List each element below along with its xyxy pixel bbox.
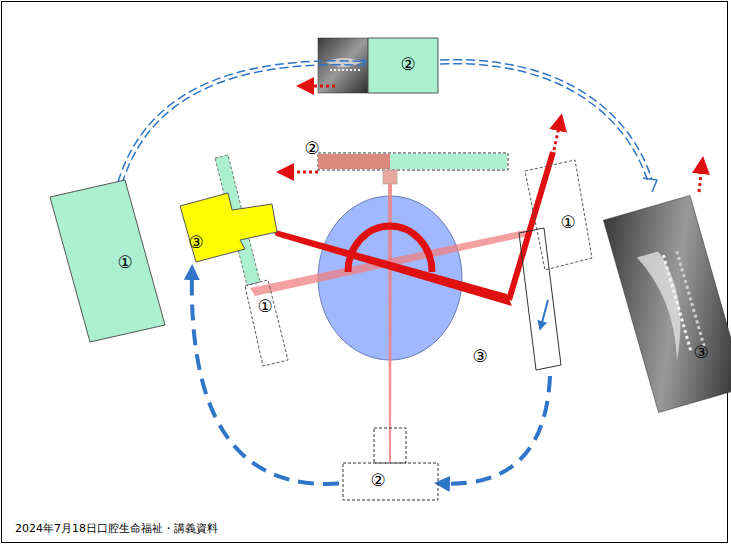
dashed-position: ②: [343, 463, 438, 500]
rotation-arrow: [442, 376, 550, 484]
node-outline: [48, 178, 168, 344]
dashed-position: ①: [244, 278, 290, 368]
node-outline: [178, 188, 278, 264]
detector-block: ②: [368, 38, 438, 93]
callout-number: ①: [560, 214, 575, 231]
node-outline: [244, 278, 290, 368]
detector-block: ①: [48, 178, 168, 344]
rotation-arrow-second-line: [122, 65, 365, 184]
rotation-arrow: [192, 272, 339, 484]
callout-number: ③: [188, 234, 203, 251]
detector-position: ③: [466, 226, 564, 372]
callout-number: ①: [257, 298, 272, 315]
footer-note: 2024年7月18日口腔生命福祉・講義資料: [15, 523, 218, 534]
node-outline: [343, 463, 438, 500]
callout-number: ②: [304, 140, 319, 157]
callout-number: ①: [117, 254, 132, 271]
callout-number: ③: [472, 348, 487, 365]
node-outline: [522, 158, 594, 272]
callout-number: ②: [400, 56, 415, 73]
callout-number: ②: [370, 472, 385, 489]
tube-block: ③: [178, 188, 278, 264]
rotation-arrow: [118, 61, 365, 182]
callout-number: ③: [693, 344, 708, 361]
dashed-position: ①: [522, 158, 594, 272]
